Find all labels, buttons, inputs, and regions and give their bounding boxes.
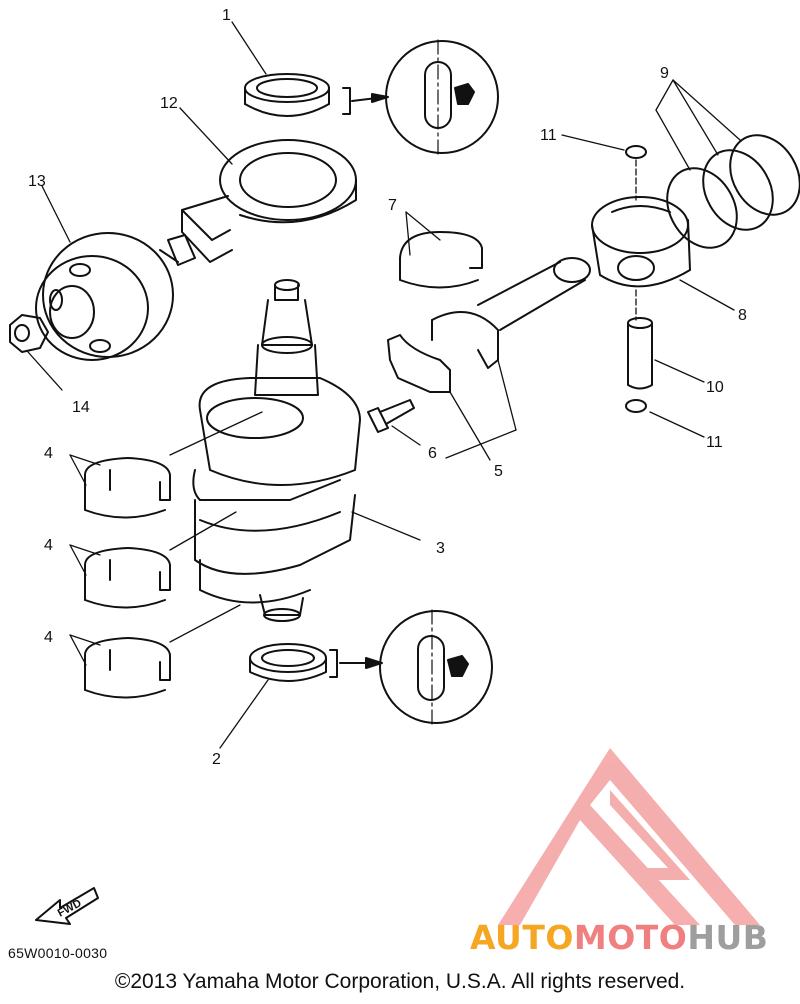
main-bearing-icon [84, 637, 171, 699]
callout-9: 9 [660, 65, 669, 82]
bearing-housing-icon [159, 139, 357, 266]
crankshaft-icon [192, 279, 361, 622]
copyright-text: ©2013 Yamaha Motor Corporation, U.S.A. A… [114, 970, 686, 993]
grease-inset-top-icon [385, 39, 499, 156]
watermark-hub: HUB [687, 918, 769, 957]
main-bearing-icon [84, 457, 171, 519]
piston-icon [591, 196, 691, 288]
callout-13: 13 [28, 173, 46, 190]
connecting-rod-icon [387, 257, 591, 393]
callout-6: 6 [428, 445, 437, 462]
callout-3: 3 [436, 540, 445, 557]
callout-14: 14 [72, 399, 90, 416]
callout-8: 8 [738, 307, 747, 324]
pulley-icon [35, 232, 174, 361]
callout-5: 5 [494, 463, 503, 480]
piston-pin-icon [627, 317, 653, 390]
watermark-moto: MOTO [573, 918, 688, 957]
circlip-icon [625, 399, 647, 413]
callout-7: 7 [388, 197, 397, 214]
circlip-icon [625, 145, 647, 159]
oil-seal-top-icon [244, 73, 330, 117]
callout-4: 4 [44, 537, 53, 554]
callout-4: 4 [44, 445, 53, 462]
callout-12: 12 [160, 95, 178, 112]
callout-4: 4 [44, 629, 53, 646]
fwd-arrow-icon [35, 887, 99, 925]
main-bearing-icon [84, 547, 171, 609]
callout-2: 2 [212, 751, 221, 768]
callout-11: 11 [540, 127, 557, 144]
rod-bearing-icon [399, 231, 483, 289]
nut-icon [9, 314, 49, 353]
diagram-code: 65W0010-0030 [8, 945, 108, 961]
watermark-auto: AUTO [470, 918, 574, 957]
callout-1: 1 [222, 7, 231, 24]
grease-inset-bottom-icon [379, 609, 493, 726]
rod-bolt-icon [367, 399, 415, 433]
callout-11: 11 [706, 434, 723, 451]
callout-labels: 1 2 3 4 4 4 5 6 7 8 9 10 11 11 12 13 14 … [28, 7, 747, 920]
oil-seal-bottom-icon [249, 643, 327, 682]
watermark-brand: AUTOMOTOHUB [470, 918, 768, 957]
callout-10: 10 [706, 379, 724, 396]
watermark-logo-icon [498, 748, 760, 925]
